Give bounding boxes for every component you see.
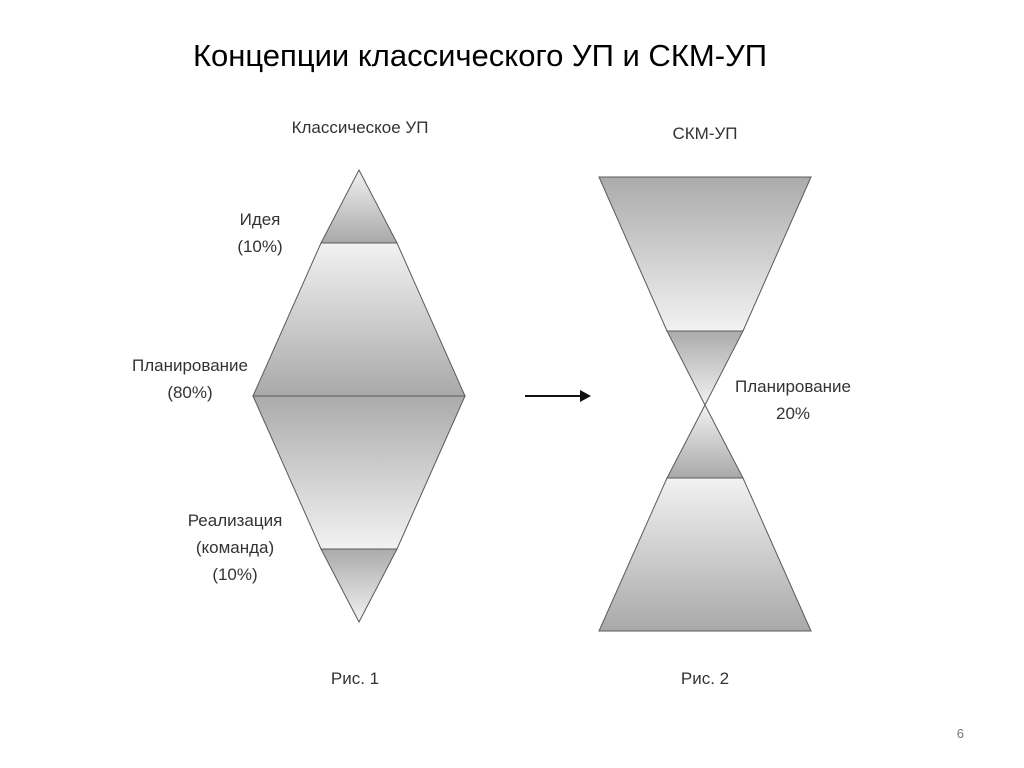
slide-title: Концепции классического УП и СКМ-УП	[192, 38, 767, 73]
page-number: 6	[956, 726, 964, 741]
fig1-heading: Классическое УП	[291, 118, 429, 137]
impl-label: Реализация (команда) (10%)	[170, 507, 300, 588]
scm-top-segment	[598, 176, 812, 332]
impl-label-text: Реализация	[187, 511, 283, 530]
impl-percent: (10%)	[212, 565, 258, 584]
planning-percent: (80%)	[167, 383, 213, 402]
classic-planning-upper-segment	[252, 242, 466, 397]
planning-label: Планирование (80%)	[110, 352, 270, 406]
classic-idea-segment	[320, 168, 398, 244]
idea-label: Идея (10%)	[200, 206, 320, 260]
idea-percent: (10%)	[237, 237, 283, 256]
idea-label-text: Идея	[239, 210, 281, 229]
fig1-caption: Рис. 1	[330, 669, 380, 688]
planning-label-text: Планирование	[131, 356, 249, 375]
classic-impl-segment	[320, 548, 398, 624]
fig2-caption: Рис. 2	[680, 669, 730, 688]
transition-arrow	[525, 390, 591, 402]
scm-bottom-segment	[598, 477, 812, 632]
scm-planning-label: Планирование 20%	[718, 373, 868, 427]
scm-planning-top-segment	[666, 330, 744, 407]
scm-planning-percent: 20%	[775, 404, 811, 423]
fig2-heading: СКМ-УП	[672, 124, 738, 143]
impl-team-text: (команда)	[195, 538, 275, 557]
scm-planning-label-text: Планирование	[734, 377, 852, 396]
scm-hourglass	[598, 176, 812, 632]
classic-diamond	[252, 168, 466, 624]
